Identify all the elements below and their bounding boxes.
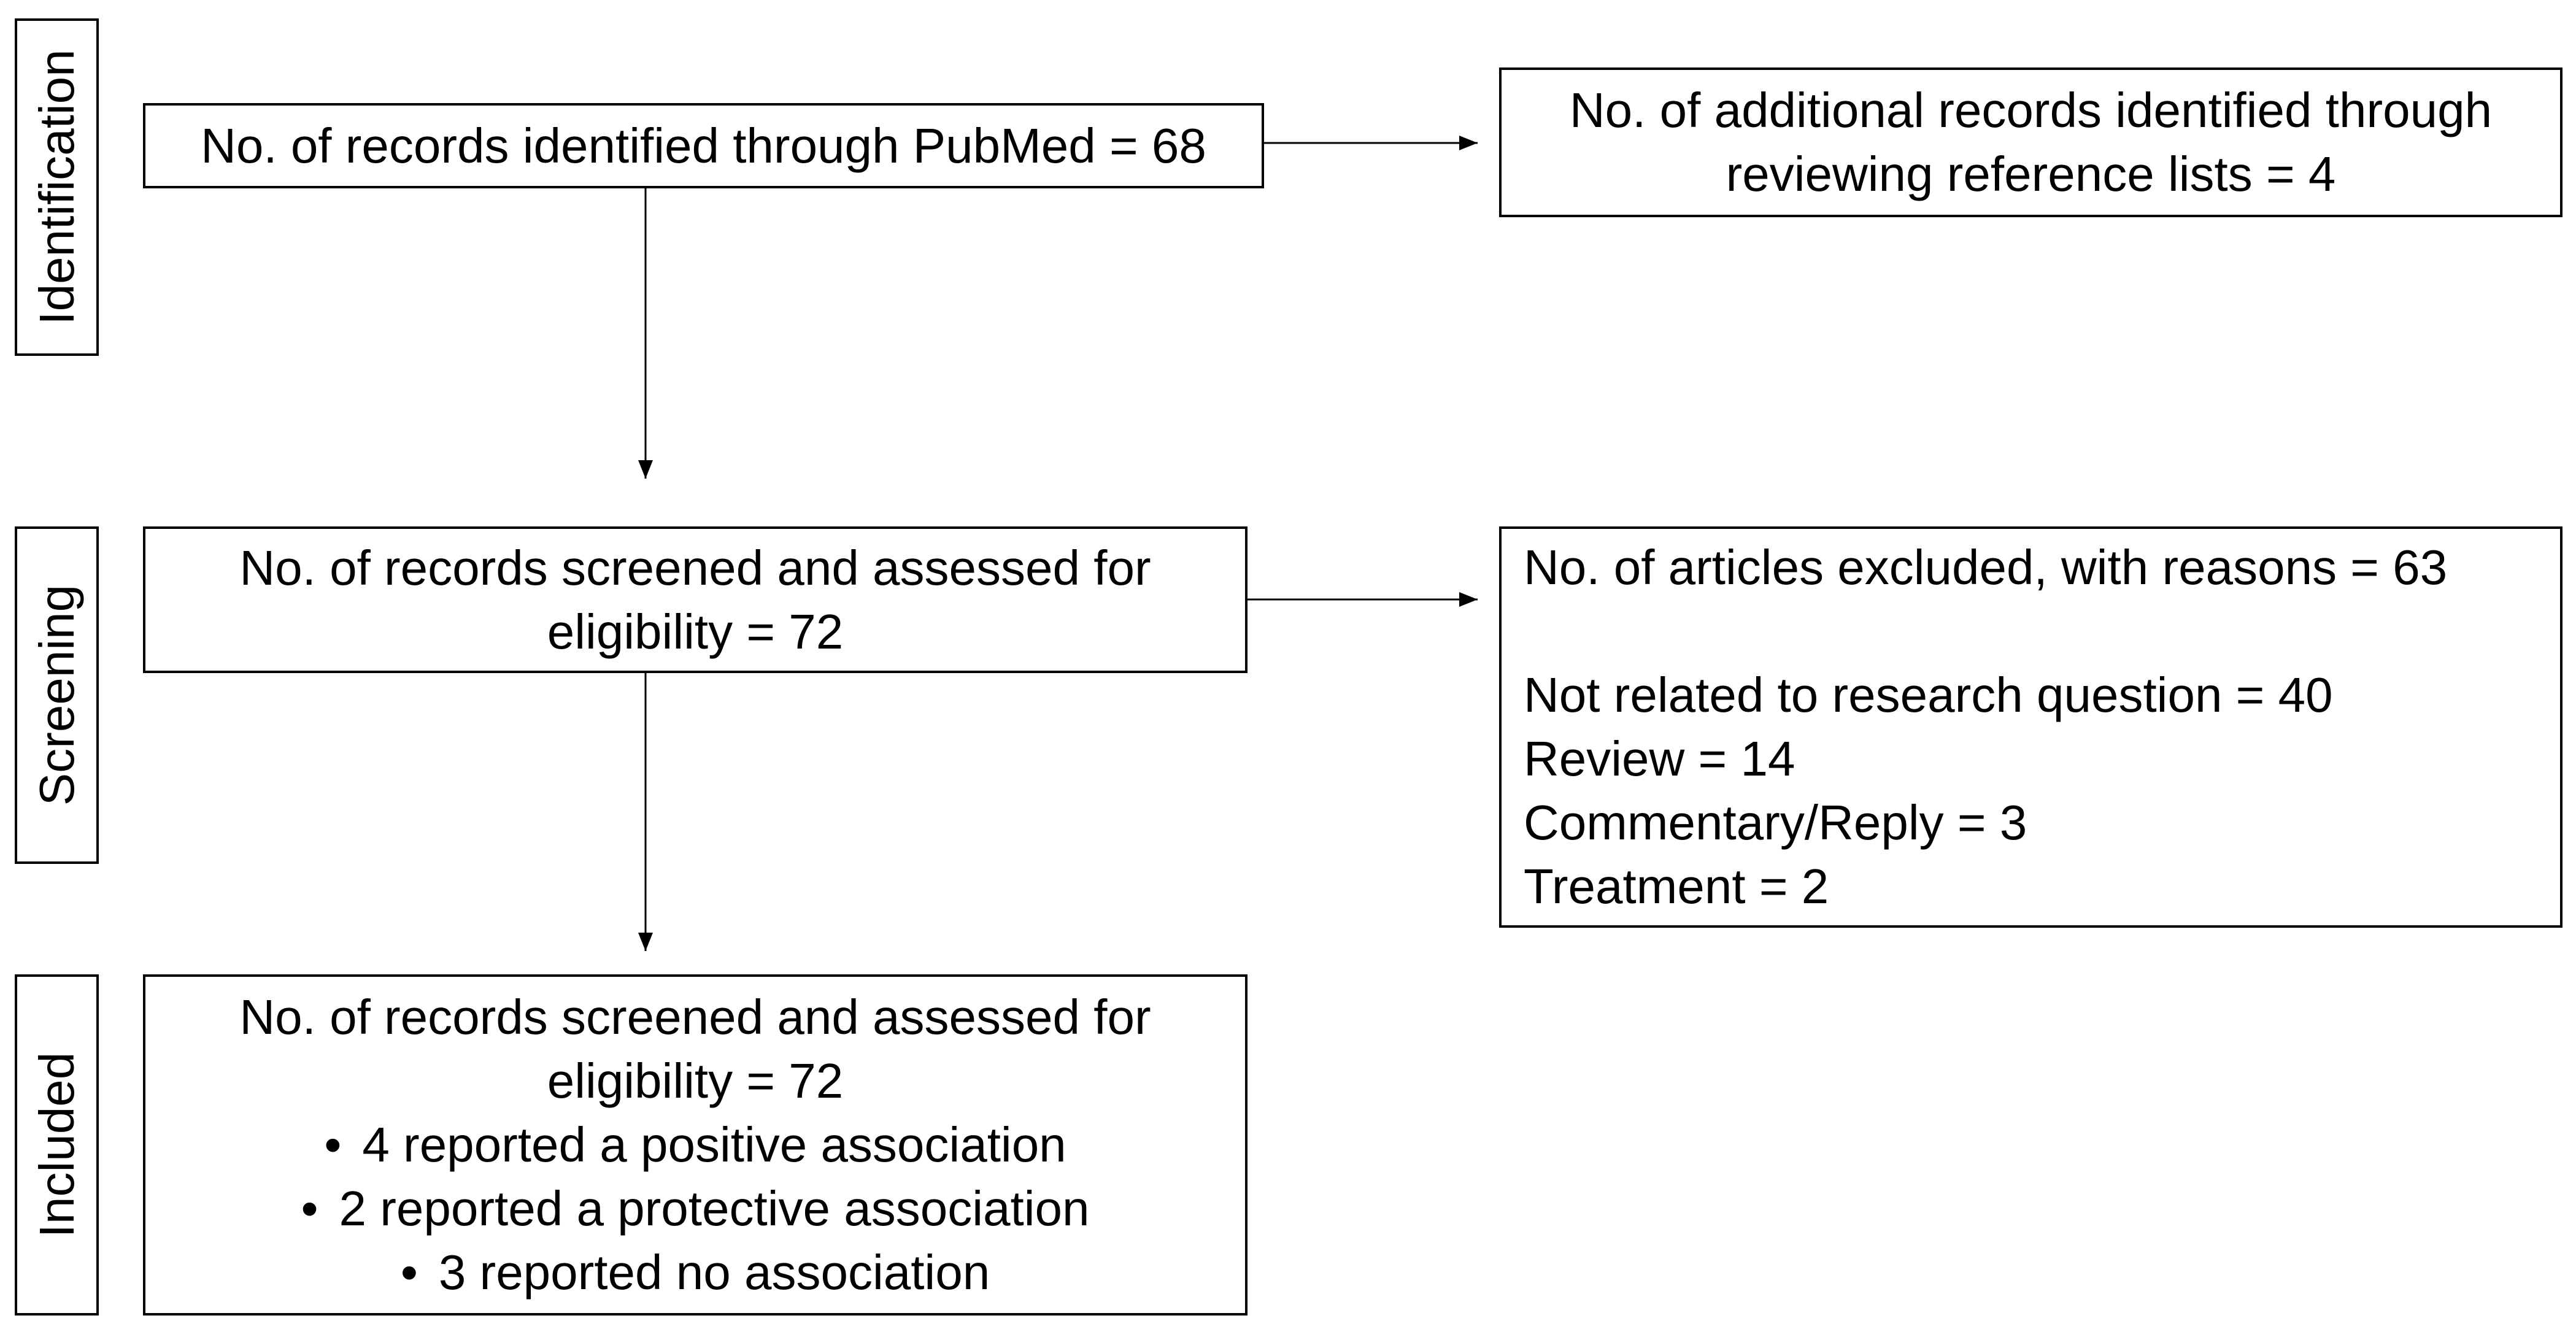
pubmed-records-text: No. of records identified through PubMed… xyxy=(201,118,1206,173)
stage-label-screening-text: Screening xyxy=(29,584,84,806)
excluded-reason-item: Not related to research question = 40 xyxy=(1524,668,2333,722)
included-studies-line1: No. of records screened and assessed for xyxy=(239,990,1151,1044)
bullet-icon: • xyxy=(301,1181,318,1236)
included-bullet-text: 4 reported a positive association xyxy=(362,1117,1066,1172)
excluded-articles-header: No. of articles excluded, with reasons =… xyxy=(1524,540,2448,595)
bullet-icon: • xyxy=(324,1117,342,1172)
additional-records-box: No. of additional records identified thr… xyxy=(1499,67,2563,217)
included-bullet-text: 2 reported a protective association xyxy=(339,1181,1090,1236)
excluded-reason-item: Review = 14 xyxy=(1524,731,1795,786)
included-bullet-item: • 3 reported no association xyxy=(401,1241,990,1304)
excluded-articles-box: No. of articles excluded, with reasons =… xyxy=(1499,526,2563,928)
stage-label-included-text: Included xyxy=(29,1052,84,1238)
included-bullet-item: • 4 reported a positive association xyxy=(324,1113,1066,1177)
additional-records-line1: No. of additional records identified thr… xyxy=(1569,83,2493,137)
stage-label-identification-text: Identification xyxy=(29,49,84,325)
screened-records-line2: eligibility = 72 xyxy=(547,604,844,659)
excluded-reason-item: Treatment = 2 xyxy=(1524,859,1829,914)
included-bullet-item: • 2 reported a protective association xyxy=(301,1177,1090,1241)
screened-records-line1: No. of records screened and assessed for xyxy=(239,540,1151,595)
pubmed-records-box: No. of records identified through PubMed… xyxy=(143,103,1264,188)
included-studies-box: No. of records screened and assessed for… xyxy=(143,974,1248,1316)
stage-label-screening: Screening xyxy=(15,526,99,864)
screened-records-box: No. of records screened and assessed for… xyxy=(143,526,1248,673)
bullet-icon: • xyxy=(400,1245,418,1300)
additional-records-line2: reviewing reference lists = 4 xyxy=(1726,147,2336,201)
stage-label-identification: Identification xyxy=(15,18,99,356)
stage-label-included: Included xyxy=(15,974,99,1316)
included-studies-line2: eligibility = 72 xyxy=(547,1054,844,1108)
excluded-reason-item: Commentary/Reply = 3 xyxy=(1524,795,2027,850)
included-bullet-text: 3 reported no association xyxy=(438,1245,990,1300)
